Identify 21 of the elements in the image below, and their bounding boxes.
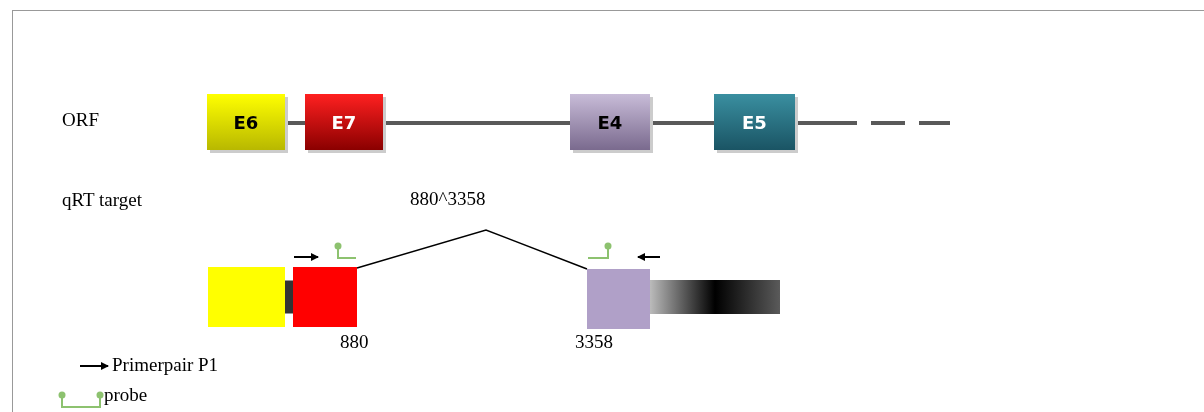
- position-label: 3358: [575, 331, 613, 353]
- position-label: 880: [340, 331, 369, 353]
- exon-box: E4: [570, 94, 650, 150]
- exon-box: E7: [305, 94, 383, 150]
- legend-text: Primerpair P1: [112, 354, 219, 376]
- exon-block: [208, 267, 285, 327]
- connector-bar: [285, 280, 293, 314]
- connector-line: [795, 121, 950, 125]
- connector-line: [650, 121, 714, 125]
- edge-label: 880^3358: [410, 188, 486, 210]
- exon-block: [293, 267, 357, 327]
- exon-box: E5: [714, 94, 795, 150]
- legend-text: probe: [104, 384, 148, 406]
- gradient-bar: [650, 280, 780, 314]
- connector-line: [285, 121, 305, 125]
- exon-block: [587, 269, 650, 329]
- connector-line: [356, 229, 588, 270]
- row-label: ORF: [62, 109, 99, 131]
- exon-box: E6: [207, 94, 285, 150]
- row-label: qRT target: [62, 189, 142, 211]
- connector-line: [383, 121, 570, 125]
